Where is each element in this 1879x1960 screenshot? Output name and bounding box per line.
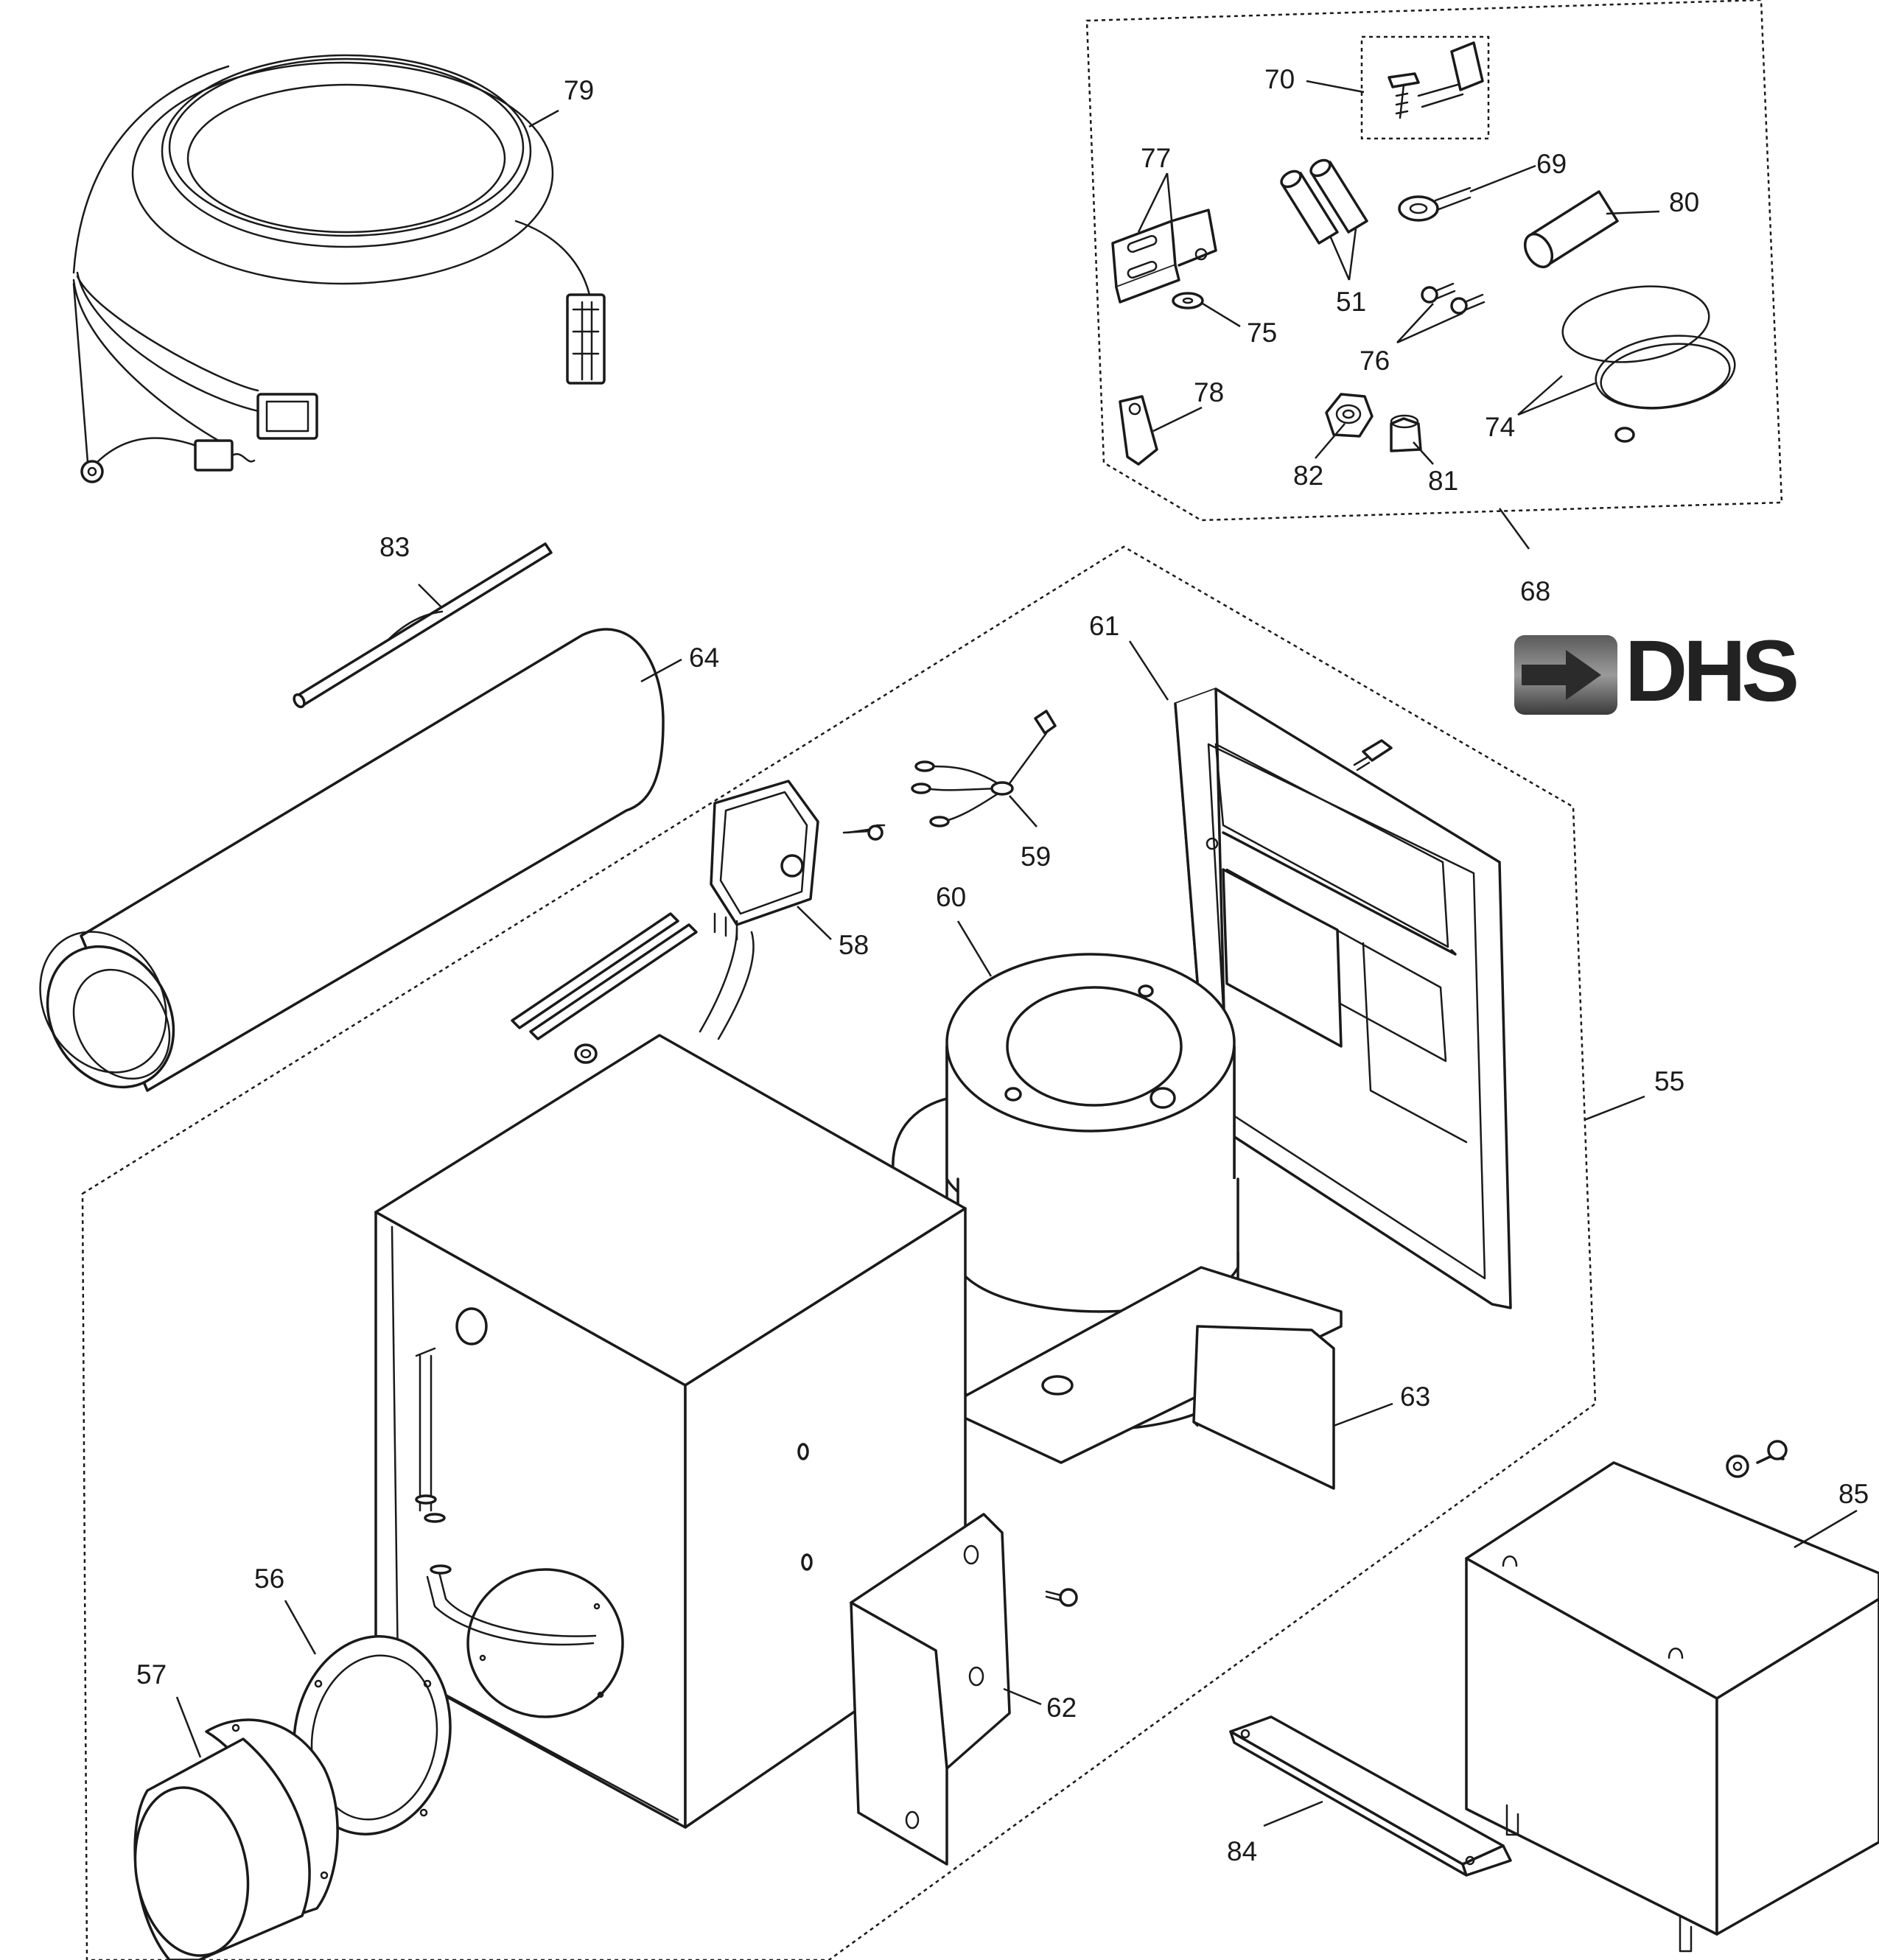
- pressure-switch-58[interactable]: [710, 780, 886, 941]
- callout-68: 68: [1520, 576, 1550, 606]
- leader-lines: [175, 80, 1858, 1827]
- bracket-strip-84[interactable]: [1229, 1715, 1512, 1877]
- callout-58: 58: [839, 930, 869, 960]
- flue-collar-57[interactable]: [122, 1718, 339, 1960]
- logo-text: DHS: [1625, 623, 1799, 720]
- callout-79: 79: [564, 75, 594, 105]
- callout-69: 69: [1536, 149, 1567, 179]
- callout-60: 60: [936, 882, 966, 912]
- washer-75[interactable]: [1172, 292, 1204, 309]
- screw-spacer-70[interactable]: [1360, 35, 1490, 140]
- sleeve-80[interactable]: [1519, 190, 1619, 272]
- callout-64: 64: [689, 643, 719, 673]
- callout-59: 59: [1021, 841, 1051, 872]
- callout-81: 81: [1428, 466, 1458, 496]
- wiring-harness-79[interactable]: [72, 54, 606, 483]
- callout-62: 62: [1046, 1693, 1077, 1723]
- callout-57: 57: [136, 1659, 167, 1690]
- ring-terminal-69[interactable]: [1398, 186, 1472, 222]
- wire-lead-59[interactable]: [911, 710, 1057, 827]
- gasket-56[interactable]: [279, 1624, 466, 1847]
- nut-82[interactable]: [1325, 393, 1374, 438]
- hoses[interactable]: [511, 912, 755, 1040]
- cylinder-liner-64[interactable]: [15, 628, 665, 1110]
- clip-78[interactable]: [1119, 395, 1158, 466]
- brackets-77[interactable]: [1111, 209, 1217, 304]
- control-panel-61[interactable]: [1174, 687, 1512, 1309]
- grommet[interactable]: [574, 1043, 598, 1064]
- screws-76[interactable]: [1421, 282, 1486, 315]
- callout-84: 84: [1227, 1836, 1257, 1866]
- callout-61: 61: [1089, 611, 1119, 641]
- callout-56: 56: [254, 1564, 284, 1594]
- callout-80: 80: [1669, 187, 1699, 217]
- bracket-62[interactable]: [850, 1513, 1011, 1866]
- callout-76: 76: [1360, 346, 1390, 376]
- callout-70: 70: [1264, 64, 1295, 94]
- callout-74: 74: [1485, 412, 1515, 442]
- mounting-plate-63[interactable]: [956, 1266, 1343, 1490]
- callout-83: 83: [379, 532, 410, 562]
- assembly-55-outline: [81, 545, 1597, 1960]
- callout-82: 82: [1293, 461, 1323, 491]
- screw[interactable]: [1045, 1588, 1078, 1607]
- coiled-wire-74[interactable]: [1558, 278, 1740, 443]
- kit-68-outline: [1085, 0, 1783, 522]
- callout-85: 85: [1838, 1479, 1869, 1509]
- combustion-chamber[interactable]: [374, 1034, 967, 1829]
- callout-78: 78: [1194, 377, 1224, 407]
- insulators-51[interactable]: [1278, 157, 1368, 245]
- wire-guard-85[interactable]: [1465, 1440, 1879, 1953]
- arrow-logo-icon: [1514, 635, 1617, 715]
- callout-labels: 79 70 77 69 80 51 75 76 78 74 82 81 68 8…: [136, 64, 1869, 1866]
- callout-51: 51: [1336, 287, 1366, 317]
- callout-63: 63: [1400, 1382, 1430, 1412]
- dhs-logo: DHS: [1514, 628, 1861, 716]
- callout-75: 75: [1247, 318, 1277, 348]
- callout-55: 55: [1654, 1066, 1684, 1096]
- tube-83[interactable]: [292, 542, 553, 709]
- callout-77: 77: [1141, 143, 1171, 173]
